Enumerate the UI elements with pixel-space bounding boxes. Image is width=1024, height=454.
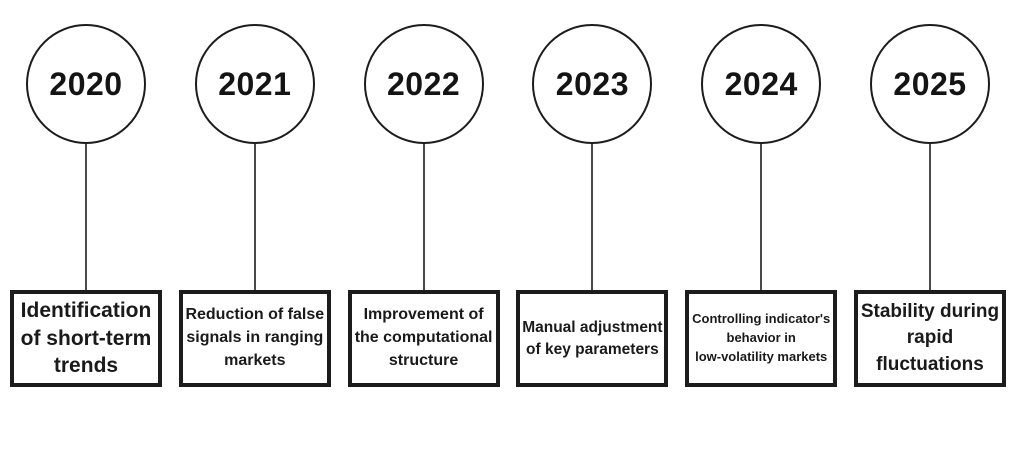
milestone-box-5: Controlling indicator's behavior in low-… [685,290,838,387]
milestone-box-2: Reduction of false signals in ranging ma… [178,290,331,387]
year-circle-4: 2023 [532,24,653,144]
year-circle-2: 2021 [194,24,315,144]
year-label: 2025 [893,65,967,102]
year-label: 2022 [387,65,461,102]
year-label: 2021 [218,65,292,102]
milestone-label: Manual adjustment of key parameters [522,318,663,358]
year-label: 2023 [555,65,629,102]
connector-line [422,144,425,290]
connector-line [253,144,256,290]
milestone-box-4: Manual adjustment of key parameters [516,290,669,387]
connector-line [591,144,594,290]
year-label: 2024 [724,65,798,102]
milestone-label: Stability during rapid fluctuations [860,301,1000,375]
timeline-column-4: 2023 Manual adjustment of key parameters [514,24,670,387]
milestone-box-6: Stability during rapid fluctuations [853,290,1006,387]
connector-line [85,144,87,290]
timeline-column-3: 2022 Improvement of the computational st… [346,24,502,387]
year-label: 2020 [49,65,123,102]
milestone-label: Identification of short-term trends [20,298,152,378]
timeline-column-1: 2020 Identification of short-term trends [8,24,164,387]
milestone-label: Improvement of the computational structu… [354,306,493,369]
milestone-box-3: Improvement of the computational structu… [347,290,500,387]
timeline-column-2: 2021 Reduction of false signals in rangi… [177,24,333,387]
year-circle-1: 2020 [26,24,146,144]
timeline-column-6: 2025 Stability during rapid fluctuations [852,24,1008,387]
timeline-column-5: 2024 Controlling indicator's behavior in… [683,24,839,387]
milestone-label: Reduction of false signals in ranging ma… [185,306,325,369]
year-circle-5: 2024 [701,24,822,144]
year-circle-6: 2025 [869,24,990,144]
timeline-row: 2020 Identification of short-term trends… [8,24,1008,387]
connector-line [928,144,931,290]
milestone-box-1: Identification of short-term trends [10,290,162,387]
milestone-label: Controlling indicator's behavior in low-… [692,311,831,364]
connector-line [760,144,763,290]
year-circle-3: 2022 [363,24,484,144]
